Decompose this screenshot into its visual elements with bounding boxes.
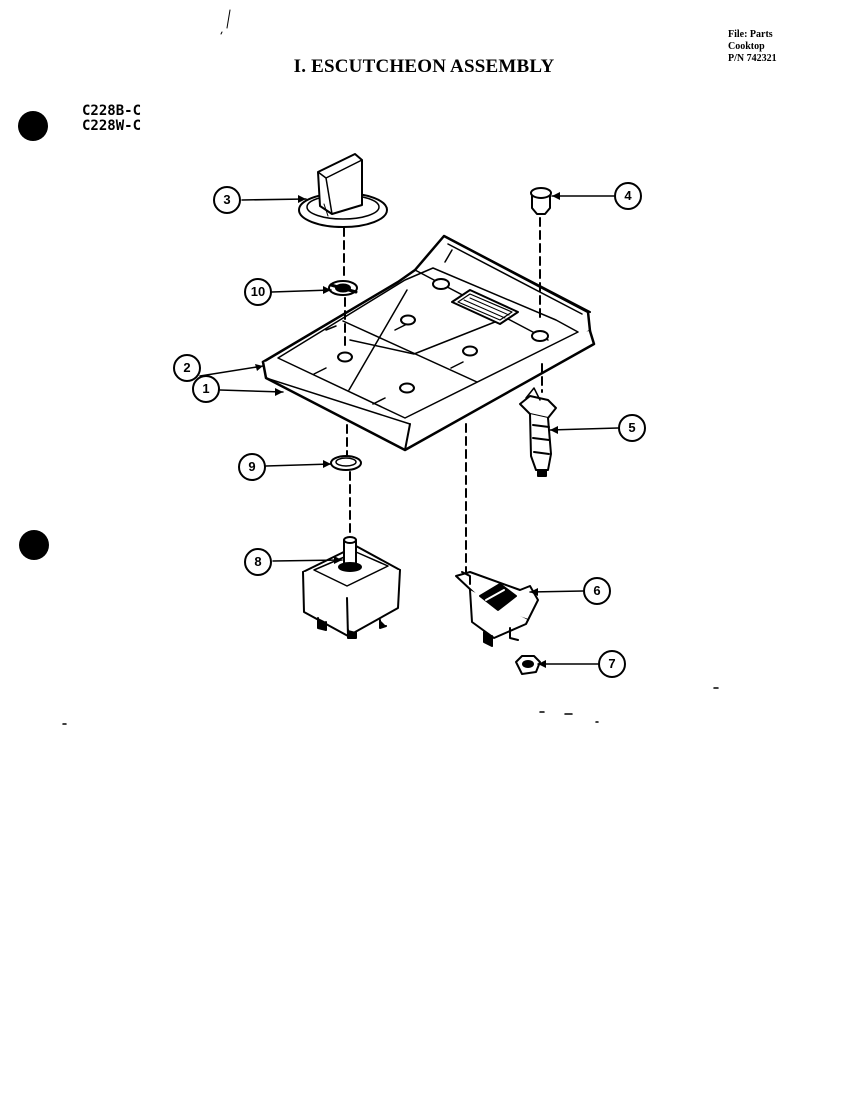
file-info-line: File: Parts bbox=[728, 29, 773, 40]
hex-nut bbox=[515, 655, 541, 675]
callout-7: 7 bbox=[598, 650, 626, 678]
callout-6: 6 bbox=[583, 577, 611, 605]
model-list: C228B-C C228W-C bbox=[82, 104, 141, 134]
model-number: C228W-C bbox=[82, 118, 142, 134]
file-info-line: P/N 742321 bbox=[728, 53, 777, 64]
binder-hole-middle bbox=[19, 530, 49, 560]
indicator-light bbox=[519, 387, 557, 477]
callout-9: 9 bbox=[238, 453, 266, 481]
binder-hole-top bbox=[18, 111, 48, 141]
control-knob bbox=[298, 153, 388, 228]
page-title: I. ESCUTCHEON ASSEMBLY bbox=[293, 56, 555, 77]
file-info-line: Cooktop bbox=[728, 41, 765, 52]
callout-3: 3 bbox=[213, 186, 241, 214]
infinite-switch bbox=[302, 536, 401, 639]
rocker-switch bbox=[455, 571, 539, 647]
o-ring bbox=[330, 455, 362, 471]
escutcheon-panel bbox=[261, 234, 596, 452]
callout-1: 1 bbox=[192, 375, 220, 403]
model-number: C228B-C bbox=[82, 103, 142, 119]
callout-8: 8 bbox=[244, 548, 272, 576]
callout-4: 4 bbox=[614, 182, 642, 210]
indicator-lens bbox=[530, 187, 552, 215]
callout-10: 10 bbox=[244, 278, 272, 306]
file-info: File: Parts Cooktop P/N 742321 bbox=[728, 29, 777, 65]
callout-5: 5 bbox=[618, 414, 646, 442]
spring-clip bbox=[328, 280, 358, 296]
